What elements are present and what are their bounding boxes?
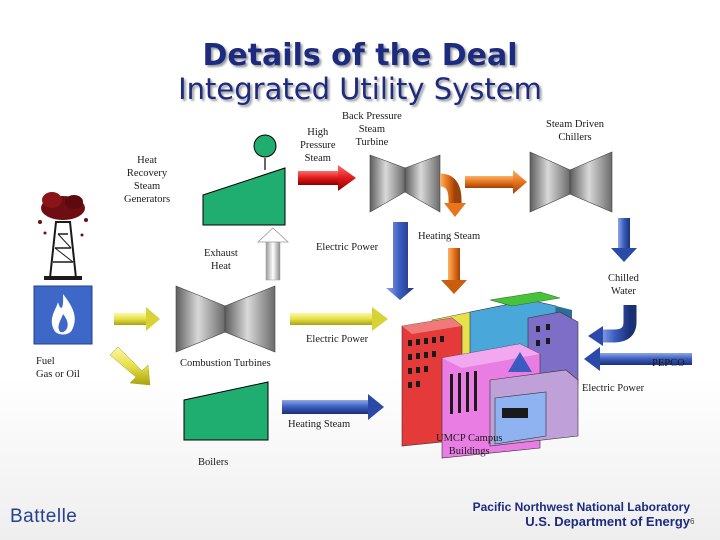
steam-driven-chiller-icon [529, 151, 613, 213]
exhaust-heat-up-arrow [256, 227, 290, 281]
lab-name: Pacific Northwest National Laboratory [472, 500, 690, 514]
campus-buildings-icon [401, 291, 579, 459]
chilled-water-down-arrow [611, 218, 637, 262]
heating-steam-bottom-label: Heating Steam [288, 419, 351, 430]
combustion-turbine-icon [175, 285, 276, 353]
pepco-power-arrow [584, 347, 692, 371]
lab-department: U.S. Department of Energy [525, 514, 690, 529]
back-pressure-turbine-icon [369, 154, 441, 213]
boiler-icon [183, 381, 269, 441]
heat-recovery-generator-icon [202, 134, 286, 226]
fuel-to-turbine-arrow [114, 307, 160, 331]
heating-steam-curved-arrow [439, 173, 466, 217]
lab-footer: Pacific Northwest National Laboratory U.… [473, 500, 690, 529]
electric-power-mid-arrow [290, 307, 388, 331]
oil-well-icon [38, 192, 88, 280]
heating-steam-down-arrow [441, 248, 467, 294]
slide-subtitle: Integrated Utility System [178, 72, 542, 106]
combustion-turbines-label: Combustion Turbines [180, 358, 271, 369]
gas-flame-icon [33, 285, 93, 345]
electric-power-right-label: Electric Power [582, 383, 645, 394]
chilled-water-curved-arrow [588, 305, 637, 346]
electric-power-top-label: Electric Power [316, 242, 379, 253]
pepco-label: PEPCO [652, 358, 685, 369]
boilers-label: Boilers [198, 457, 229, 468]
battelle-logo: Battelle [10, 506, 78, 527]
high-pressure-steam-arrow [298, 165, 356, 191]
heating-steam-bottom-arrow [282, 394, 384, 420]
electric-power-top-arrow [386, 222, 414, 300]
heating-steam-top-label: Heating Steam [418, 231, 481, 242]
slide-title: Details of the Deal [202, 38, 518, 73]
page-number: 6 [690, 517, 695, 526]
shaft-power-arrow [465, 170, 527, 194]
fuel-to-boiler-arrow [109, 346, 151, 386]
electric-power-mid-label: Electric Power [306, 334, 369, 345]
